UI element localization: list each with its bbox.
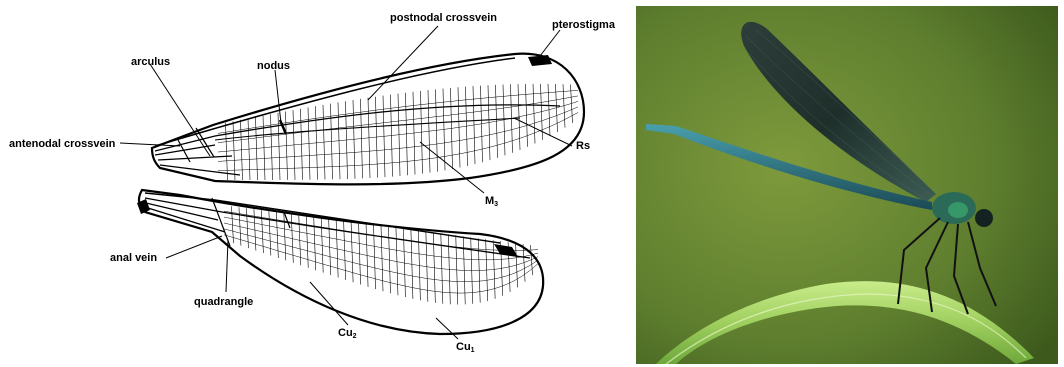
label-nodus: nodus xyxy=(257,60,290,72)
wing-venation-diagram: postnodal crossvein pterostigma arculus … xyxy=(0,0,632,367)
label-arculus: arculus xyxy=(131,56,170,68)
label-m3-main: M xyxy=(485,195,494,207)
label-postnodal-crossvein: postnodal crossvein xyxy=(390,12,497,24)
damselfly-photo xyxy=(636,6,1058,364)
label-m3-sub: 3 xyxy=(494,201,498,208)
label-cu2-sub: 2 xyxy=(353,333,357,340)
label-antenodal-crossvein: antenodal crossvein xyxy=(9,138,115,150)
damselfly-photo-illustration xyxy=(636,6,1058,364)
thorax-highlight xyxy=(948,202,968,218)
hindwing-outline xyxy=(139,190,543,334)
forewing-cell-mesh xyxy=(218,84,578,180)
leader-lines xyxy=(120,26,572,339)
label-cu1-main: Cu xyxy=(456,341,471,353)
label-m3: M3 xyxy=(485,195,498,211)
damselfly-head xyxy=(975,209,993,227)
wing-illustration xyxy=(0,0,632,367)
label-anal-vein: anal vein xyxy=(110,252,157,264)
label-quadrangle: quadrangle xyxy=(194,296,253,308)
hindwing-base-struts xyxy=(146,198,290,246)
forewing-pterostigma xyxy=(528,55,552,66)
hindwing-cell-mesh xyxy=(224,206,538,304)
label-cu1-sub: 1 xyxy=(471,347,475,354)
forewing-costal-vein xyxy=(155,58,515,146)
label-cu1: Cu1 xyxy=(456,341,475,357)
label-cu2: Cu2 xyxy=(338,327,357,343)
label-cu2-main: Cu xyxy=(338,327,353,339)
label-rs: Rs xyxy=(576,140,590,152)
label-pterostigma: pterostigma xyxy=(552,19,615,31)
